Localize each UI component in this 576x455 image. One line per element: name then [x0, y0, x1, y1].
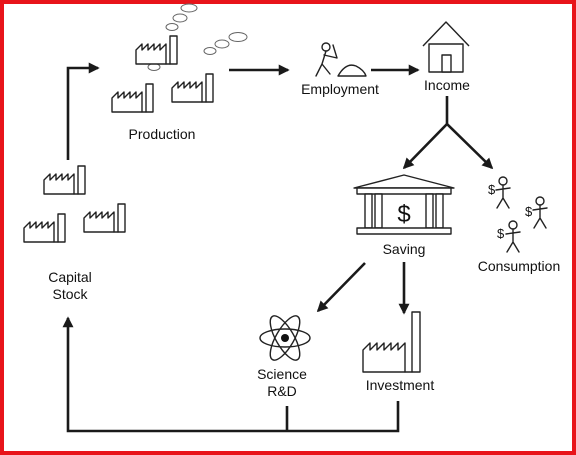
stock-label: Stock: [52, 286, 88, 302]
employment-label: Employment: [301, 81, 379, 97]
employment-node: Employment: [301, 42, 379, 97]
capital-stock-node: Capital Stock: [23, 165, 126, 302]
factory-icon: [171, 73, 214, 103]
arrow-capital-to-production: [66, 62, 100, 160]
investment-node: Investment: [362, 311, 435, 393]
income-node: Income: [422, 21, 470, 93]
factory-icon: [111, 83, 154, 113]
consumption-node: $ $ $ Consumption: [478, 176, 561, 274]
smoke-icon: [147, 3, 248, 71]
factory-icon: [135, 35, 178, 65]
factory-icon: [362, 311, 421, 373]
arrow-saving-to-science: [316, 262, 366, 313]
investment-label: Investment: [366, 377, 435, 393]
arrow-income-to-consumption: [446, 123, 494, 170]
production-node: Production: [111, 3, 248, 142]
capital-label: Capital: [48, 269, 92, 285]
worker-icon: [315, 42, 367, 77]
consumption-label: Consumption: [478, 258, 561, 274]
factory-icon: [23, 213, 66, 243]
house-icon: [422, 21, 470, 73]
dollar-sign: $: [497, 226, 505, 241]
income-label: Income: [424, 77, 470, 93]
arrow-income-to-saving: [402, 123, 448, 170]
rnd-label: R&D: [267, 383, 297, 399]
person-icon: [505, 220, 521, 253]
saving-node: $ Saving: [353, 174, 455, 257]
saving-label: Saving: [383, 241, 426, 257]
factory-icon: [43, 165, 86, 195]
atom-icon: [259, 315, 311, 361]
person-icon: [495, 176, 511, 209]
bank-icon: $: [353, 174, 455, 235]
arrow-feedback-to-capital: [68, 318, 400, 433]
factory-icon: [83, 203, 126, 233]
dollar-sign: $: [397, 201, 410, 228]
science-label: Science: [257, 366, 307, 382]
person-icon: [532, 196, 548, 229]
production-label: Production: [129, 126, 196, 142]
dollar-sign: $: [525, 204, 533, 219]
dollar-sign: $: [488, 182, 496, 197]
science-node: Science R&D: [257, 315, 311, 399]
